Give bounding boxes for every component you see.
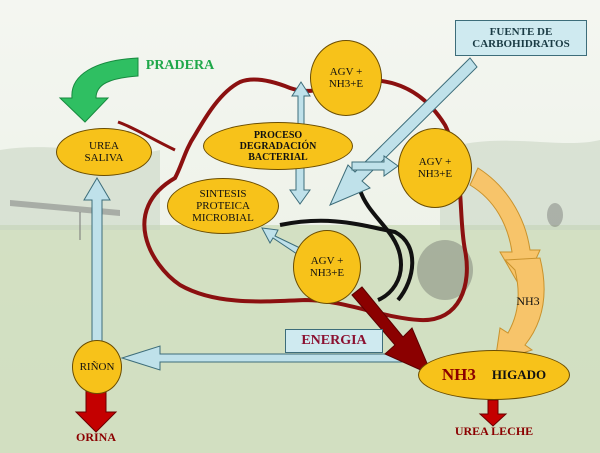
urea-leche-label: UREA LECHE [454, 424, 534, 438]
proceso-degradacion-node: PROCESO DEGRADACIÓN BACTERIAL [203, 122, 353, 170]
agv-bottom-node: AGV + NH3+E [293, 230, 361, 304]
saliva-rumen-line [117, 120, 176, 152]
higado-to-rinon-arrow [120, 345, 421, 371]
energia-box: ENERGIA [285, 329, 383, 353]
background-cow [417, 240, 473, 300]
background-cow-small [547, 203, 563, 227]
proceso-to-sintesis-arrow [289, 167, 311, 205]
proceso-to-agv-right-arrow [351, 155, 399, 177]
orina-label: ORINA [75, 430, 116, 444]
higado-node: NH3 HIGADO [418, 350, 570, 400]
rinon-node: RIÑON [72, 340, 122, 394]
background-trees-right [440, 140, 600, 230]
agv-top-node: AGV + NH3+E [310, 40, 382, 116]
fuente-carbohidratos-box: FUENTE DE CARBOHIDRATOS [455, 20, 587, 56]
agv-right-node: AGV + NH3+E [398, 128, 472, 208]
rinon-to-urea-arrow [83, 177, 111, 349]
agv-to-higado-arrow [351, 286, 433, 376]
urea-leche-arrow [478, 399, 508, 427]
higado-nh3-label: NH3 [441, 365, 476, 384]
urea-saliva-node: UREA SALIVA [56, 128, 152, 176]
proceso-to-agv-top-arrow [291, 81, 311, 125]
pradera-arrow [58, 57, 139, 123]
sintesis-proteica-node: SINTESIS PROTEICA MICROBIAL [167, 178, 279, 234]
nh3-arrow-label: NH3 [516, 294, 540, 308]
reticulum-line-2 [279, 218, 415, 302]
pradera-title: PRADERA [145, 58, 215, 73]
orina-arrow [74, 389, 118, 433]
reticulum-line-1 [358, 189, 403, 302]
agv-to-sintesis-arrow [261, 227, 301, 255]
higado-label: HIGADO [491, 367, 547, 382]
